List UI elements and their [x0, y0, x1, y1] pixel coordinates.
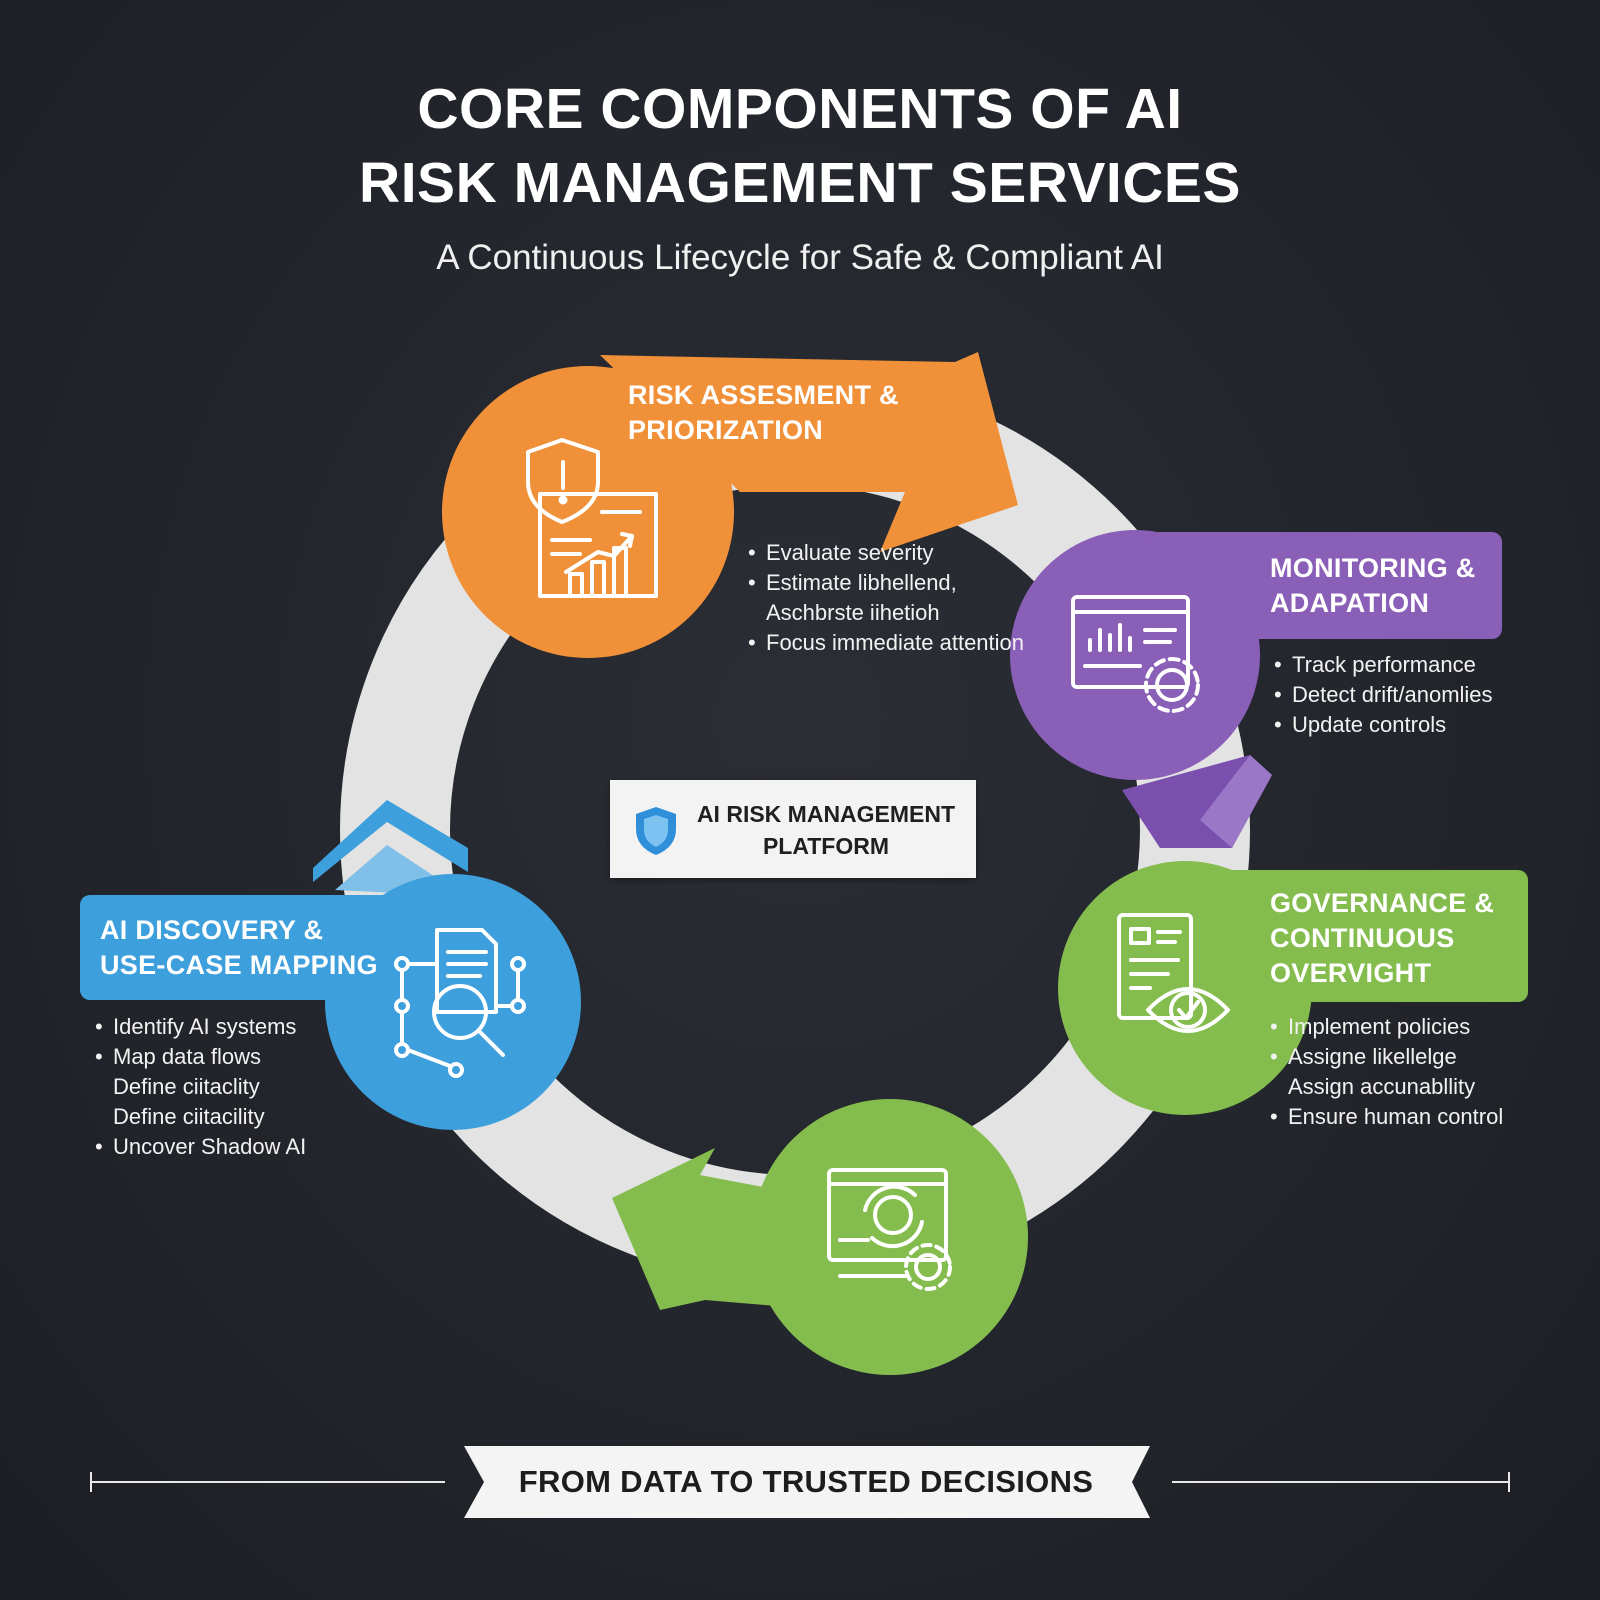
stage-monitoring-title: MONITORING & ADAPATION — [1270, 553, 1476, 618]
page-title: CORE COMPONENTS OF AI RISK MANAGEMENT SE… — [0, 72, 1600, 220]
list-item: Ensure human control — [1270, 1102, 1503, 1132]
shield-alert-chart-icon — [526, 438, 658, 598]
list-item: Evaluate severity — [748, 538, 1024, 568]
footer-banner-shape — [464, 1446, 1150, 1518]
list-item: Track performance — [1274, 650, 1493, 680]
page-subtitle: A Continuous Lifecycle for Safe & Compli… — [436, 238, 1164, 277]
footer-banner-text: FROM DATA TO TRUSTED DECISIONS — [518, 1464, 1094, 1499]
stage-discovery-bullets: Identify AI systems Map data flows Defin… — [95, 1012, 306, 1162]
list-item: Identify AI systems — [95, 1012, 306, 1042]
document-network-search-icon — [394, 928, 526, 1078]
title-line-2: RISK MANAGEMENT SERVICES — [359, 151, 1241, 215]
footer-rule-right-cap — [1508, 1472, 1510, 1492]
stage-risk-shape — [442, 352, 1018, 658]
stage-discovery-title: AI DISCOVERY & USE-CASE MAPPING — [100, 915, 378, 980]
stage-monitoring-shape — [1010, 530, 1502, 848]
stage-risk-bullets: Evaluate severity Estimate libhellend, A… — [748, 538, 1024, 658]
list-item: Define ciitacility — [113, 1104, 265, 1129]
footer-rule-left-cap — [90, 1472, 92, 1492]
list-item: Map data flows — [95, 1042, 306, 1072]
center-platform-label: AI RISK MANAGEMENT PLATFORM — [696, 801, 956, 859]
list-item: Focus immediate attention — [748, 628, 1024, 658]
stage-governance-bullets: Implement policies Assigne likellelge As… — [1270, 1012, 1503, 1132]
title-line-1: CORE COMPONENTS OF AI — [417, 77, 1183, 141]
shield-icon — [636, 807, 676, 855]
list-item: Detect drift/anomlies — [1274, 680, 1493, 710]
list-item: Update controls — [1274, 710, 1493, 740]
footer-rule-left — [90, 1481, 445, 1483]
list-item: Aschbrste iihetioh — [766, 600, 940, 625]
list-item: Estimate libhellend, — [748, 568, 1024, 598]
list-item: Define ciitaclity — [113, 1074, 260, 1099]
list-item: Assign accunabllity — [1288, 1074, 1476, 1099]
center-platform-box: AI RISK MANAGEMENT PLATFORM — [610, 780, 976, 878]
list-item: Implement policies — [1270, 1012, 1503, 1042]
list-item: Uncover Shadow AI — [95, 1132, 306, 1162]
list-item: Assigne likellelge — [1270, 1042, 1503, 1072]
stage-discovery-shape — [80, 800, 581, 1130]
browser-refresh-gear-icon — [827, 1168, 952, 1291]
stage-monitoring-bullets: Track performance Detect drift/anomlies … — [1274, 650, 1493, 740]
dashboard-gear-icon — [1071, 595, 1200, 713]
stage-governance-title: GOVERNANCE & CONTINUOUS OVERVIGHT — [1270, 888, 1495, 988]
document-eye-check-icon — [1117, 913, 1230, 1033]
stage-bottom-shape — [612, 1099, 1028, 1375]
footer-rule-right — [1172, 1481, 1510, 1483]
stage-risk-title: RISK ASSESMENT & PRIORIZATION — [628, 380, 899, 445]
